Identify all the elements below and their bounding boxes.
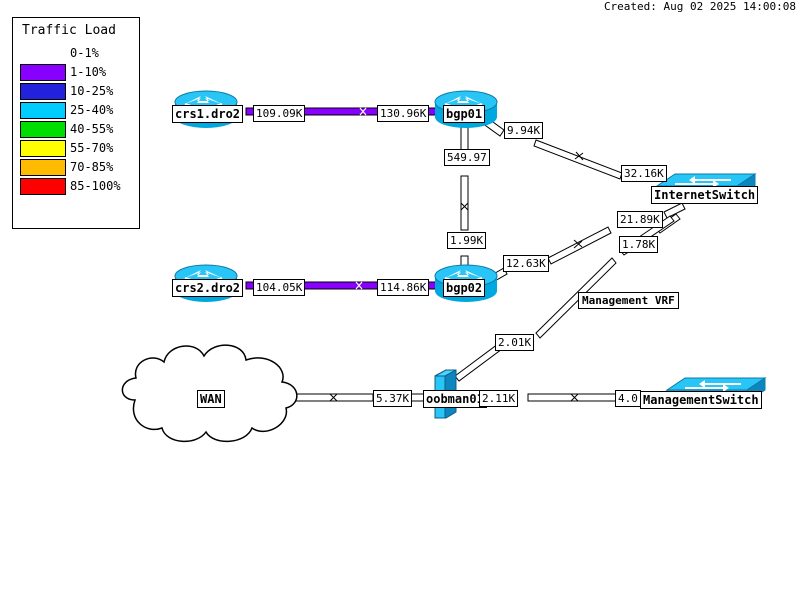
link-label-crs1-bgp01-a[interactable]: 109.09K: [253, 105, 306, 122]
legend-row: 1-10%: [13, 63, 139, 82]
node-label-bgp01[interactable]: bgp01: [443, 105, 486, 123]
legend-row: 10-25%: [13, 82, 139, 101]
legend-row: 85-100%: [13, 177, 139, 196]
link-label-oob-msw[interactable]: 2.11K: [479, 390, 519, 407]
legend-label-25-40: 25-40%: [70, 103, 114, 117]
link-label-crs2-bgp02-a[interactable]: 104.05K: [253, 279, 306, 296]
link-label-bgp02-isw[interactable]: 12.63K: [503, 255, 549, 272]
legend-rows: 0-1% 1-10% 10-25% 25-40% 40-55%: [13, 44, 139, 196]
created-timestamp: Created: Aug 02 2025 14:00:08: [603, 0, 796, 13]
node-label-oobman01[interactable]: oobman01: [423, 390, 487, 408]
link-label-isw-oob[interactable]: 2.01K: [495, 334, 535, 351]
link-label-wan-oob[interactable]: 5.37K: [373, 390, 413, 407]
traffic-load-legend: Traffic Load 0-1% 1-10% 10-25% 25-40%: [12, 17, 140, 229]
legend-label-85-100: 85-100%: [70, 179, 121, 193]
link-label-bgp01-isw[interactable]: 9.94K: [504, 122, 544, 139]
node-label-crs2[interactable]: crs2.dro2: [172, 279, 244, 297]
legend-row: 55-70%: [13, 139, 139, 158]
legend-swatch-55-70: [20, 140, 66, 157]
legend-label-55-70: 55-70%: [70, 141, 114, 155]
legend-label-0-1: 0-1%: [70, 46, 99, 60]
legend-label-10-25: 10-25%: [70, 84, 114, 98]
node-label-crs1[interactable]: crs1.dro2: [172, 105, 244, 123]
legend-swatch-70-85: [20, 159, 66, 176]
legend-title: Traffic Load: [22, 23, 116, 38]
link-label-crs1-bgp01-b[interactable]: 130.96K: [377, 105, 430, 122]
legend-label-1-10: 1-10%: [70, 65, 107, 79]
node-label-internetswitch[interactable]: InternetSwitch: [651, 186, 759, 204]
link-label-oob-isw[interactable]: 1.78K: [619, 236, 659, 253]
legend-swatch-1-10: [20, 64, 66, 81]
node-label-wan[interactable]: WAN: [197, 390, 225, 408]
legend-swatch-85-100: [20, 178, 66, 195]
legend-label-40-55: 40-55%: [70, 122, 114, 136]
link-label-bgp01-bgp02-a[interactable]: 549.97: [444, 149, 490, 166]
node-label-bgp02[interactable]: bgp02: [443, 279, 486, 297]
link-label-isw-bgp01[interactable]: 32.16K: [621, 165, 667, 182]
legend-row: 40-55%: [13, 120, 139, 139]
legend-swatch-0-1: [20, 45, 66, 62]
link-bgp02-internetswitch[interactable]: [489, 202, 686, 283]
legend-swatch-25-40: [20, 102, 66, 119]
link-label-crs2-bgp02-b[interactable]: 114.86K: [377, 279, 430, 296]
link-label-isw-bgp02[interactable]: 21.89K: [617, 211, 663, 228]
node-label-managementswitch[interactable]: ManagementSwitch: [640, 391, 762, 409]
annotation-management-vrf[interactable]: Management VRF: [578, 292, 679, 309]
legend-row: 0-1%: [13, 44, 139, 63]
legend-label-70-85: 70-85%: [70, 160, 114, 174]
legend-swatch-10-25: [20, 83, 66, 100]
legend-row: 25-40%: [13, 101, 139, 120]
link-label-bgp01-bgp02-b[interactable]: 1.99K: [447, 232, 487, 249]
legend-row: 70-85%: [13, 158, 139, 177]
link-label-msw-oob[interactable]: 4.0: [615, 390, 641, 407]
legend-swatch-40-55: [20, 121, 66, 138]
